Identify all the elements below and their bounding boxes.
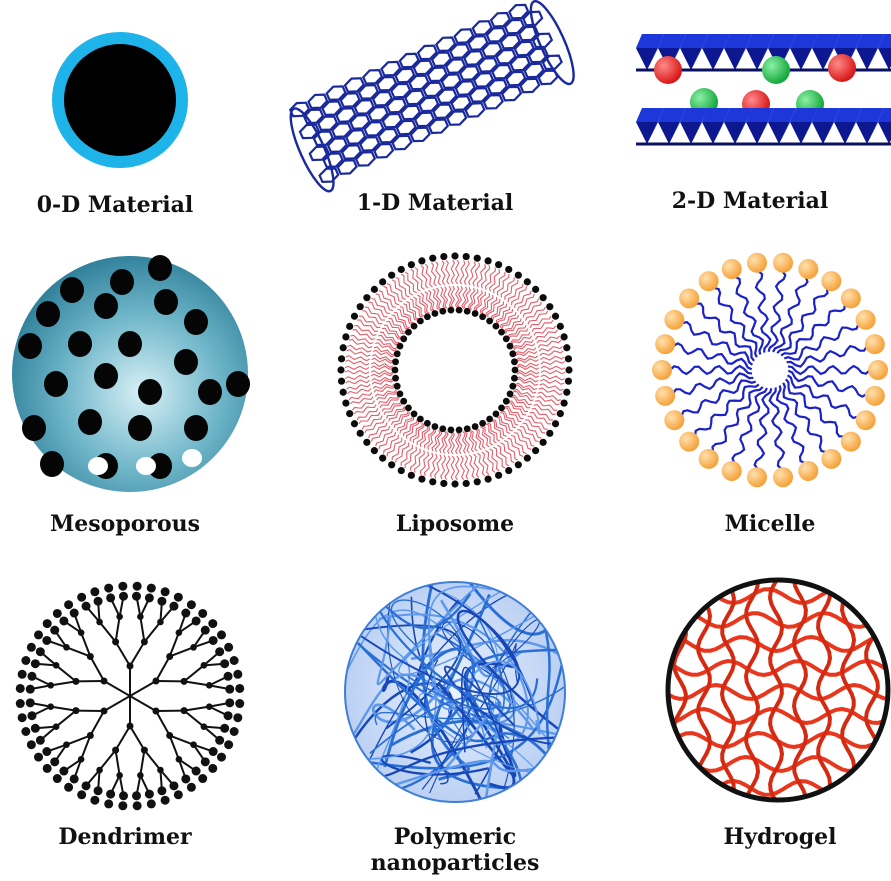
dendrimer-label: Dendrimer xyxy=(30,824,220,850)
polymeric-nanoparticles-figure xyxy=(340,572,570,812)
micelle-icon xyxy=(652,253,888,487)
nanotube-icon xyxy=(283,0,582,196)
micelle-figure xyxy=(650,248,891,493)
two-d-material-label: 2-D Material xyxy=(650,188,850,214)
one-d-material-label: 1-D Material xyxy=(335,190,535,216)
hydrogel-network-icon xyxy=(650,562,891,820)
dendrimer-figure xyxy=(10,578,250,813)
one-d-material-figure xyxy=(295,10,565,170)
branched-dendrimer-icon xyxy=(16,582,244,811)
mesoporous-label: Mesoporous xyxy=(30,511,220,537)
mesoporous-figure xyxy=(10,252,250,497)
liposome-figure xyxy=(335,250,575,490)
solid-nanoparticle-icon xyxy=(52,32,188,168)
layered-sheets-icon xyxy=(636,34,891,144)
two-d-material-figure xyxy=(636,18,891,158)
zero-d-material-figure xyxy=(50,30,190,170)
porous-sphere-icon xyxy=(12,255,250,492)
hydrogel-figure xyxy=(660,572,891,810)
polymeric-nanoparticles-label: Polymeric nanoparticles xyxy=(345,824,565,876)
zero-d-material-label: 0-D Material xyxy=(20,192,210,218)
hydrogel-label: Hydrogel xyxy=(680,824,880,850)
polymer-tangle-icon xyxy=(325,557,579,816)
polymeric-label-line2: nanoparticles xyxy=(345,850,565,876)
lipid-bilayer-icon xyxy=(337,252,572,487)
liposome-label: Liposome xyxy=(355,511,555,537)
micelle-label: Micelle xyxy=(670,511,870,537)
polymeric-label-line1: Polymeric xyxy=(345,824,565,850)
